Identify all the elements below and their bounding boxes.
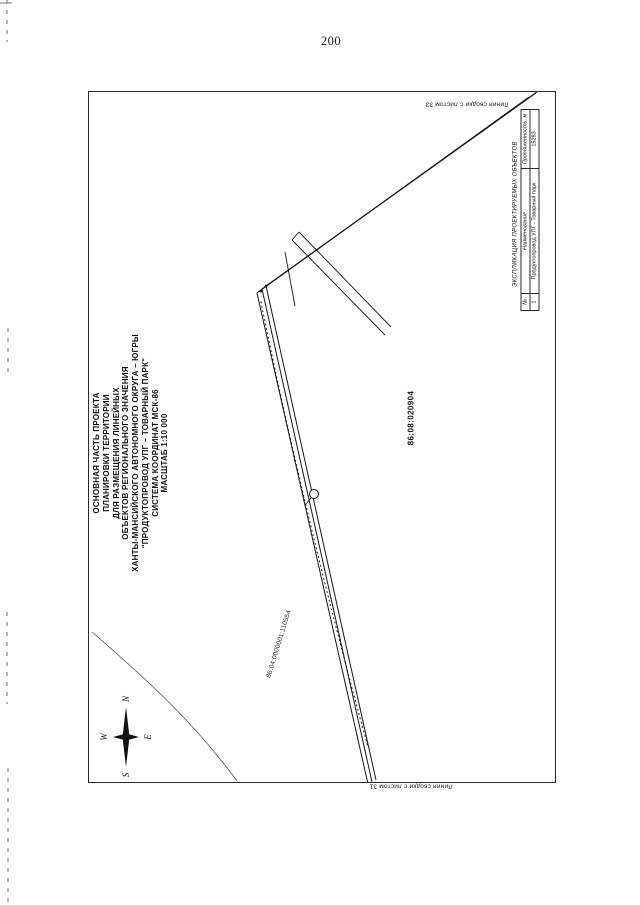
compass-rose: N E S W [99, 695, 153, 777]
explication-table: № Наименование Протяженность, м 1 Продук… [521, 109, 540, 311]
point-marker [305, 489, 319, 505]
title-line: СИСТЕМА КООРДИНАТ МСК-86 [150, 389, 160, 517]
column-header-number: № [521, 293, 530, 311]
explication-data-row: 1 Продуктопровод УПГ - Товарный парк 152… [530, 109, 539, 311]
scan-artifact [7, 768, 9, 905]
pipeline-route [256, 92, 538, 782]
drawing-sheet: ОСНОВНАЯ ЧАСТЬ ПРОЕКТА ПЛАНИРОВКИ ТЕРРИТ… [88, 91, 556, 790]
cadastral-quarter-label: 86:08:020904 [406, 390, 416, 446]
scan-artifact [0, 2, 12, 4]
cell-number: 1 [530, 293, 539, 311]
compass-label-west: W [99, 732, 109, 741]
title-line: ДЛЯ РАЗМЕЩЕНИЯ ЛИНЕЙНЫХ [111, 387, 121, 519]
cadastral-boundary-dotted-line [260, 301, 369, 748]
column-header-name: Наименование [521, 168, 530, 294]
compass-label-south: S [121, 772, 131, 777]
scan-artifact [7, 328, 9, 372]
matchline-label-top: Линия сводки с листом 33 [425, 100, 509, 108]
map-canvas [91, 92, 538, 782]
scan-artifact [6, 612, 8, 704]
compass-star-icon [113, 707, 139, 767]
vertex-dot [259, 289, 263, 293]
cell-name: Продуктопровод УПГ - Товарный парк [530, 168, 539, 294]
title-line: ПЛАНИРОВКИ ТЕРРИТОРИИ [101, 394, 111, 512]
title-line: ОСНОВНАЯ ЧАСТЬ ПРОЕКТА [92, 392, 101, 514]
explication-header-row: № Наименование Протяженность, м [521, 109, 530, 311]
page-number: 200 [320, 34, 342, 48]
title-line: МАСШТАБ 1:10 000 [160, 413, 170, 493]
vertex-dot [264, 284, 268, 288]
title-block: ОСНОВНАЯ ЧАСТЬ ПРОЕКТА ПЛАНИРОВКИ ТЕРРИТ… [92, 333, 170, 573]
title-line: ОБЪЕКТОВ РЕГИОНАЛЬНОГО ЗНАЧЕНИЯ [121, 366, 131, 540]
title-line: ХАНТЫ-МАНСИЙСКОГО АВТОНОМНОГО ОКРУГА – Ю… [131, 334, 140, 572]
terrain-curve [91, 631, 238, 782]
cell-length: 15283 [530, 109, 539, 169]
compass-label-east: E [143, 734, 153, 741]
matchline-label-bottom: Линия сводки с листом 31 [369, 782, 453, 790]
compass-label-north: N [121, 695, 131, 703]
title-line: "ПРОДУКТОПРОВОД УПГ – ТОВАРНЫЙ ПАРК" [140, 357, 150, 549]
explication-title: ЭКСПЛИКАЦИЯ ПРОЕКТИРУЕМЫХ ОБЪЕКТОВ [512, 141, 519, 287]
column-header-length: Протяженность, м [521, 109, 530, 169]
scan-artifact [6, 0, 8, 42]
branch-lines [284, 231, 392, 336]
explication-block: ЭКСПЛИКАЦИЯ ПРОЕКТИРУЕМЫХ ОБЪЕКТОВ № Наи… [512, 109, 540, 311]
